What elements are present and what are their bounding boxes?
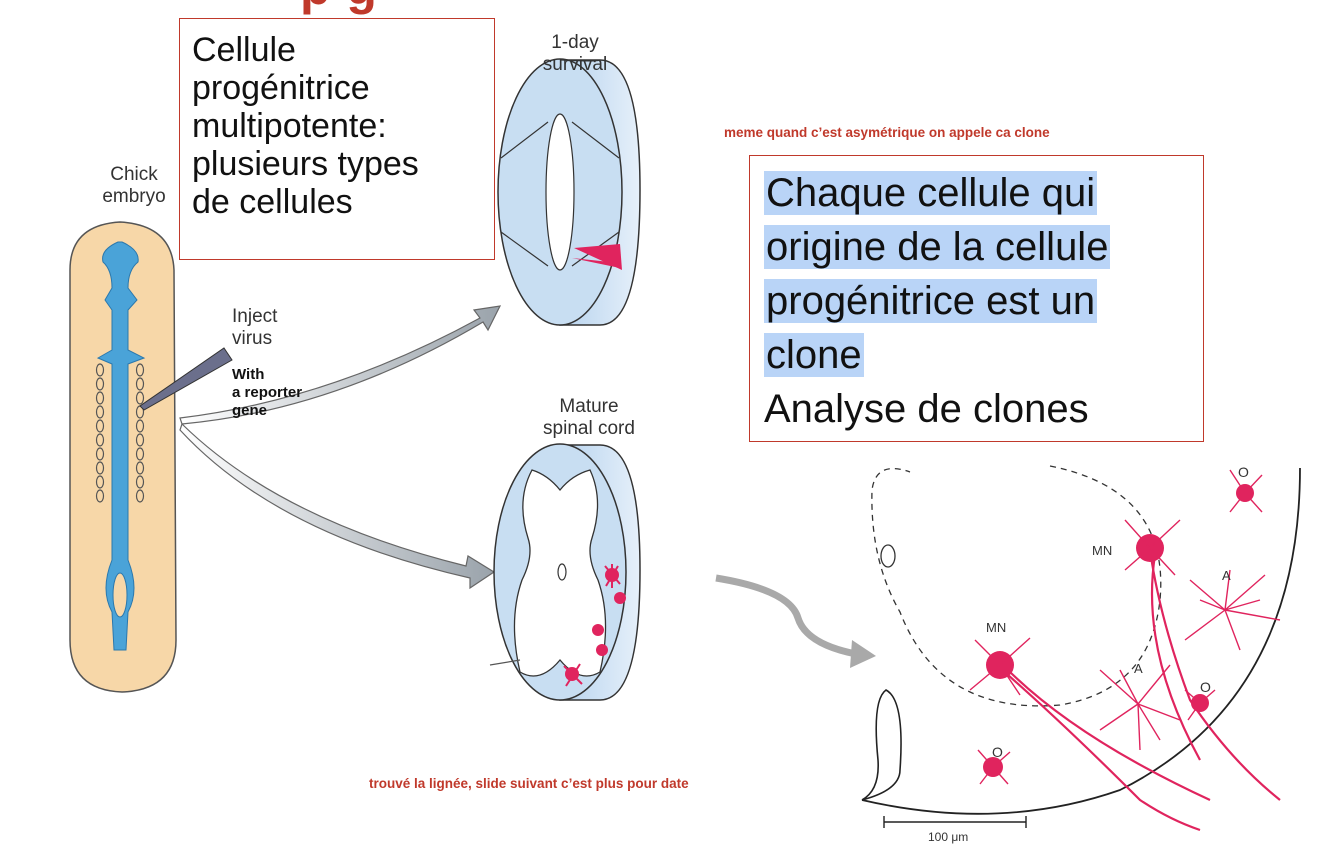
definition-line: de cellules	[192, 183, 484, 221]
cell-label-mn: MN	[986, 617, 1006, 639]
reporter-gene-label: With a reporter gene	[232, 366, 302, 420]
cell-label-mn: MN	[1092, 540, 1112, 562]
mature-spinal-cord-label: Mature spinal cord	[524, 396, 654, 440]
one-day-survival-label: 1-day survival	[530, 32, 620, 76]
definition-line: multipotente:	[192, 107, 484, 145]
arrow-to-mature	[180, 424, 494, 588]
astrocyte-branches	[970, 470, 1280, 784]
mature-cord	[490, 444, 640, 700]
spinal-cord-detail	[862, 466, 1300, 830]
note-bottom: trouvé la lignée, slide suivant c’est pl…	[369, 776, 689, 791]
highlighted-line: clone	[764, 333, 864, 377]
clone-analysis-line: Analyse de clones	[764, 382, 1191, 436]
multipotent-definition-box: Cellule progénitrice multipotente: plusi…	[179, 18, 495, 260]
highlighted-line: origine de la cellule	[764, 225, 1110, 269]
chick-embryo-label: Chick embryo	[94, 164, 174, 208]
definition-line: Cellule	[192, 31, 484, 69]
arrow-to-one-day	[180, 306, 500, 424]
clone-definition-box: Chaque cellule qui origine de la cellule…	[749, 155, 1204, 442]
highlighted-line: Chaque cellule qui	[764, 171, 1097, 215]
inject-virus-label: Inject virus	[232, 306, 277, 350]
scale-bar-label: 100 μm	[928, 826, 968, 848]
note-top: meme quand c’est asymétrique on appele c…	[724, 125, 1050, 140]
cell-label-astrocyte: A	[1134, 658, 1143, 680]
detail-arrow	[716, 578, 856, 654]
chick-embryo	[70, 222, 176, 692]
cell-label-oligodendrocyte: O	[992, 741, 1003, 763]
cell-label-oligodendrocyte: O	[1200, 676, 1211, 698]
cell-label-astrocyte: A	[1222, 565, 1231, 587]
cell-label-oligodendrocyte: O	[1238, 461, 1249, 483]
highlighted-line: progénitrice est un	[764, 279, 1097, 323]
definition-line: progénitrice	[192, 69, 484, 107]
definition-line: plusieurs types	[192, 145, 484, 183]
one-day-cord	[498, 59, 640, 325]
